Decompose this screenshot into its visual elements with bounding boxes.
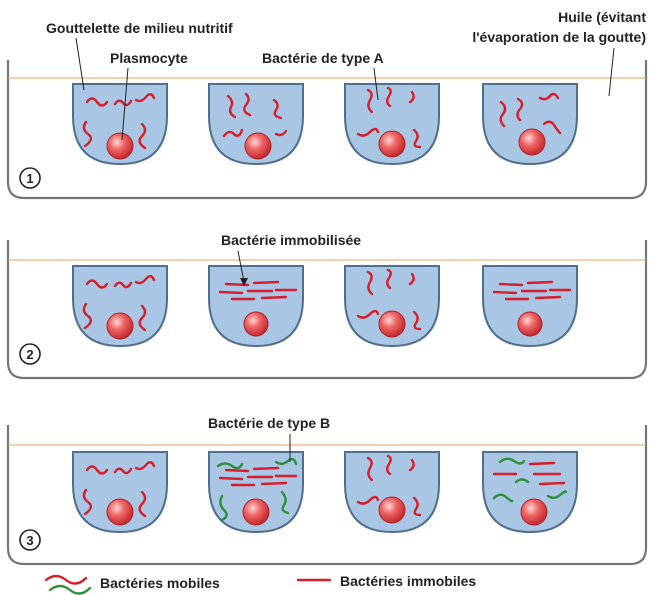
droplet-3-4 — [483, 452, 577, 532]
droplet-1-1 — [73, 84, 167, 164]
label-bacteria-b: Bactérie de type B — [208, 415, 330, 431]
panel-3: 3 — [8, 425, 646, 564]
droplet-3-1 — [73, 452, 167, 532]
droplet-2-4 — [483, 266, 577, 346]
label-immobilized: Bactérie immobilisée — [221, 232, 361, 248]
legend-mobile-green-swatch — [50, 586, 90, 594]
droplet-1-3 — [345, 84, 439, 164]
label-droplet: Gouttelette de milieu nutritif — [46, 20, 233, 36]
panel-number: 1 — [26, 171, 33, 186]
droplet-1-2 — [209, 84, 303, 164]
legend-immobile-label: Bactéries immobiles — [340, 573, 476, 589]
label-bacteria-a: Bactérie de type A — [262, 50, 384, 66]
panel-number: 2 — [26, 347, 33, 362]
droplet-3-3 — [345, 452, 439, 532]
panel-number: 3 — [26, 533, 33, 548]
legend-mobile-label: Bactéries mobiles — [100, 575, 220, 591]
leader-droplet — [76, 38, 84, 90]
legend-mobile-red-swatch — [46, 576, 86, 584]
panel-1: 1 — [8, 60, 646, 198]
droplet-2-2 — [209, 266, 303, 346]
plasmocyte-cell — [107, 133, 133, 159]
legend: Bactéries mobiles Bactéries immobiles — [46, 573, 476, 594]
label-oil-line2: l'évaporation de la goutte) — [472, 29, 646, 45]
droplet-3-2 — [209, 452, 303, 532]
panel-2: 2 — [8, 240, 646, 378]
label-oil-line1: Huile (évitant — [558, 9, 646, 25]
leader-oil — [609, 48, 614, 96]
droplet-2-3 — [345, 266, 439, 346]
droplet-2-1 — [73, 266, 167, 346]
label-plasmocyte: Plasmocyte — [110, 50, 188, 66]
droplet-1-4 — [483, 84, 577, 164]
